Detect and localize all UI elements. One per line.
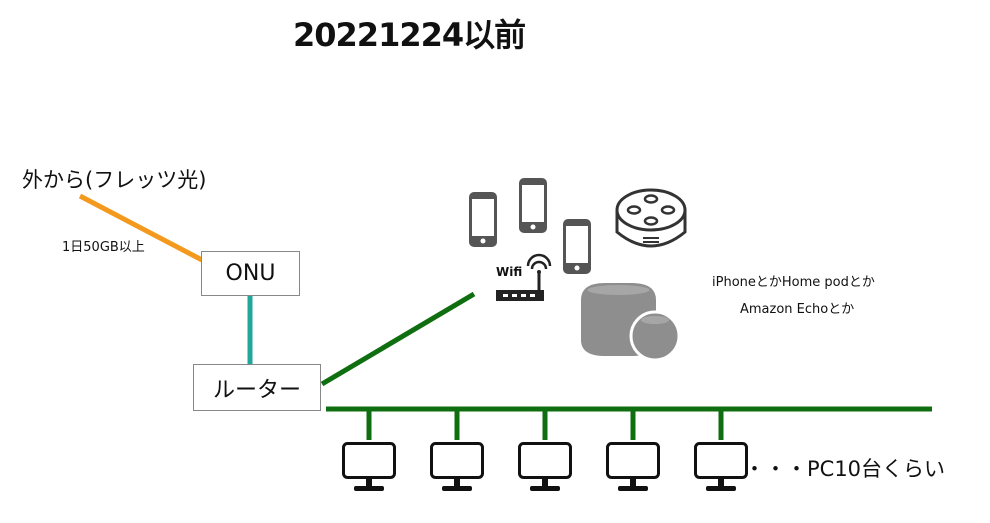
router-box: ルーター [193,364,321,411]
smartphone-icon [563,219,591,274]
onu-box: ONU [201,251,300,296]
wifi-router-icon [496,253,552,301]
wifi-label: Wifi [496,265,523,279]
wireless-devices-label-1: iPhoneとかHome podとか [712,275,875,290]
amazon-echo-dot-icon [615,188,687,248]
external-source-label: 外から(フレッツ光) [22,168,207,192]
pc-monitor-icon [606,442,660,491]
pc-monitor-icon [694,442,748,491]
onu-label: ONU [225,261,276,286]
smartphone-icon [469,192,497,247]
homepod-mini-icon [629,310,681,362]
lan-drop-lines [366,409,724,440]
page-title: 20221224以前 [293,16,526,54]
bandwidth-label: 1日50GB以上 [62,240,145,255]
pc-count-label: ・・・PC10台くらい [744,457,946,481]
pc-monitor-icon [430,442,484,491]
smartphone-icon [519,178,547,233]
pc-group [342,442,748,491]
router-label: ルーター [212,377,301,403]
external-line [78,193,204,263]
wireless-devices-label-2: Amazon Echoとか [740,302,855,317]
pc-monitor-icon [518,442,572,491]
pc-monitor-icon [342,442,396,491]
router-wifi-line [320,291,476,387]
